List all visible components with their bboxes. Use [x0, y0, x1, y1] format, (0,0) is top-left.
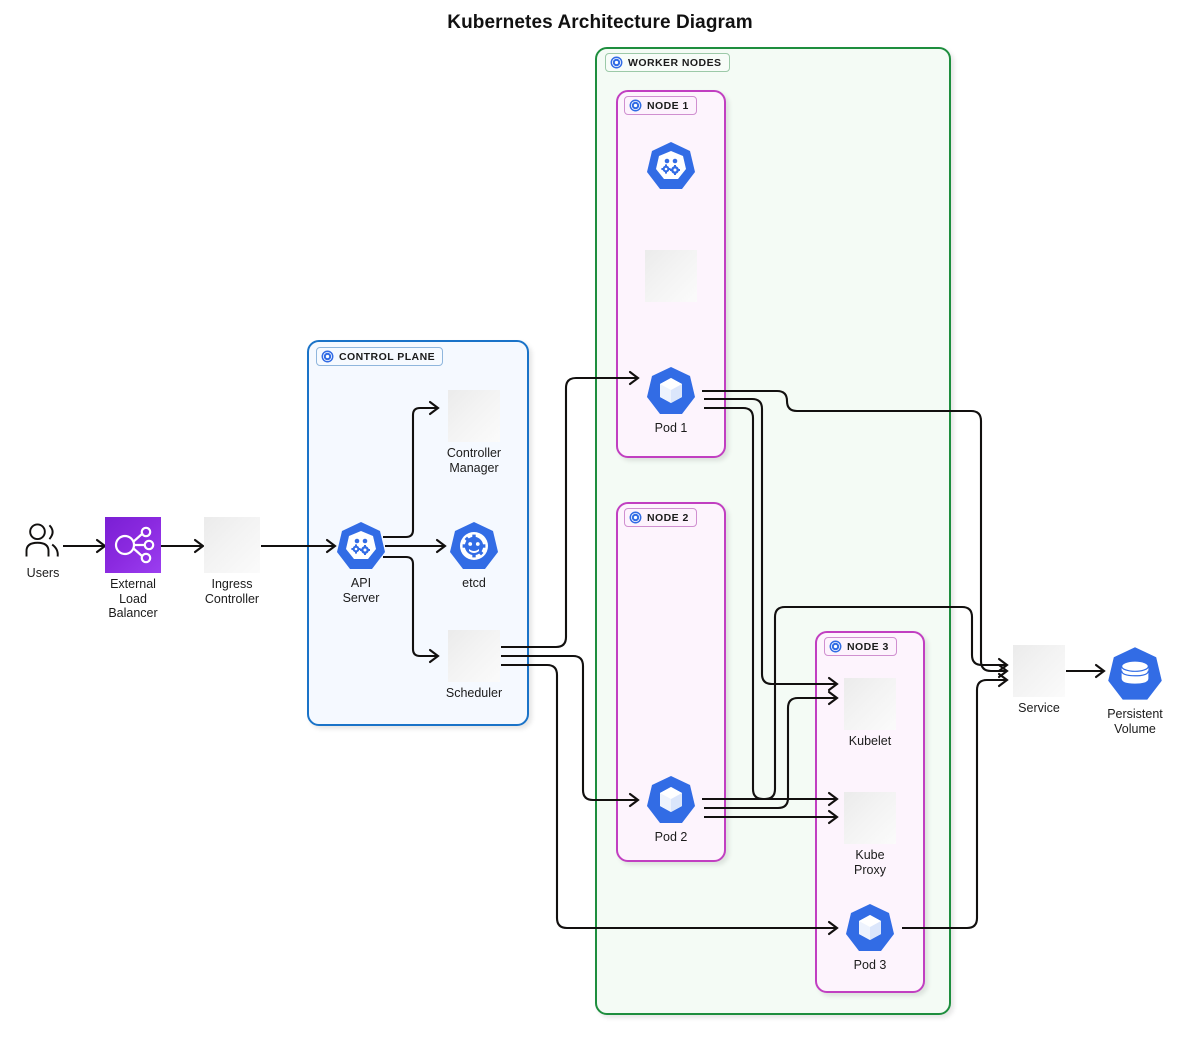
node-ingress-controller[interactable]: Ingress Controller [203, 517, 261, 606]
page-title: Kubernetes Architecture Diagram [447, 12, 753, 33]
node-label: Pod 1 [654, 421, 688, 435]
node-pod-3[interactable]: Pod 3 [844, 902, 896, 973]
blank-icon [204, 517, 260, 573]
kubernetes-icon [321, 350, 334, 363]
node-label: API Server [342, 576, 380, 605]
blank-icon [844, 678, 896, 730]
kubernetes-icon [629, 511, 642, 524]
users-icon [21, 518, 65, 562]
group-label-node-3: NODE 3 [824, 637, 897, 656]
blank-icon [448, 630, 500, 682]
node-label: Pod 3 [853, 958, 887, 972]
node-label: External Load Balancer [108, 577, 158, 620]
kubernetes-icon [610, 56, 623, 69]
node-persistent-volume[interactable]: Persistent Volume [1105, 645, 1165, 736]
node-kubelet[interactable]: Kubelet [844, 678, 896, 749]
k8s-pod-icon [844, 902, 896, 954]
k8s-etcd-icon [448, 520, 500, 572]
node-label: Persistent Volume [1107, 707, 1163, 736]
group-label-text: CONTROL PLANE [339, 350, 436, 363]
k8s-gears-icon [645, 140, 697, 192]
node-scheduler[interactable]: Scheduler [446, 630, 502, 701]
group-label-node-1: NODE 1 [624, 96, 697, 115]
blank-icon [448, 390, 500, 442]
node-label: Ingress Controller [204, 577, 260, 606]
node-users[interactable]: Users [18, 518, 68, 581]
node-label: Pod 2 [654, 830, 688, 844]
kubernetes-icon [829, 640, 842, 653]
node-label: Service [1018, 701, 1060, 715]
node-node1-blank[interactable] [645, 250, 697, 306]
k8s-pod-icon [645, 774, 697, 826]
node-label: Users [26, 566, 60, 580]
node-label: Kube Proxy [854, 848, 886, 877]
node-label: etcd [462, 576, 486, 590]
k8s-volume-icon [1106, 645, 1164, 703]
node-service[interactable]: Service [1012, 645, 1066, 716]
blank-icon [844, 792, 896, 844]
node-label: Controller Manager [446, 446, 502, 475]
node-label: Scheduler [445, 686, 503, 700]
node-api-server[interactable]: API Server [333, 520, 389, 605]
group-label-control-plane: CONTROL PLANE [316, 347, 444, 366]
kubernetes-icon [629, 99, 642, 112]
group-label-text: WORKER NODES [628, 56, 722, 69]
k8s-gears-icon [335, 520, 387, 572]
group-label-text: NODE 3 [847, 640, 889, 653]
load-balancer-icon [105, 517, 161, 573]
node-node1-component[interactable] [645, 140, 697, 196]
group-label-text: NODE 1 [647, 99, 689, 112]
node-pod-1[interactable]: Pod 1 [645, 365, 697, 436]
group-label-worker-nodes: WORKER NODES [605, 53, 730, 72]
node-controller-manager[interactable]: Controller Manager [446, 390, 502, 475]
group-label-node-2: NODE 2 [624, 508, 697, 527]
blank-icon [1013, 645, 1065, 697]
node-kube-proxy[interactable]: Kube Proxy [844, 792, 896, 877]
k8s-pod-icon [645, 365, 697, 417]
node-load-balancer[interactable]: External Load Balancer [104, 517, 162, 621]
node-pod-2[interactable]: Pod 2 [645, 774, 697, 845]
blank-icon [645, 250, 697, 302]
node-etcd[interactable]: etcd [446, 520, 502, 591]
node-label: Kubelet [848, 734, 892, 748]
group-label-text: NODE 2 [647, 511, 689, 524]
